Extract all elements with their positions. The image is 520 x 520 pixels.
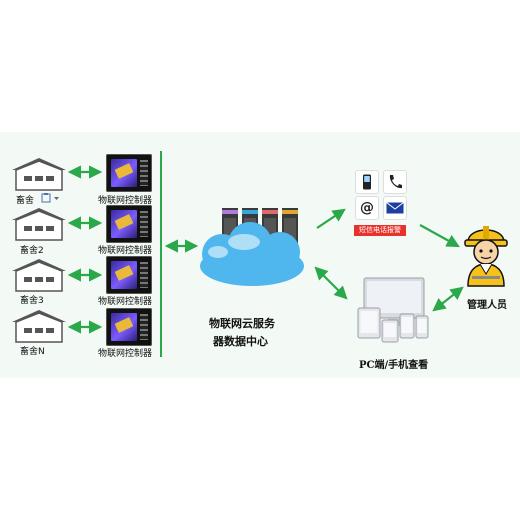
controller-label: 物联网控制器 bbox=[98, 246, 153, 256]
house-icon bbox=[12, 259, 66, 292]
clipboard-icon bbox=[41, 193, 59, 203]
house-icon bbox=[12, 158, 66, 191]
pc-and-mobile-devices-icon bbox=[357, 277, 429, 343]
house-label-1: 畜舍 bbox=[16, 196, 35, 206]
house-label-2: 畜舍2 bbox=[20, 246, 44, 256]
controller-device-icon bbox=[106, 256, 152, 294]
envelope-icon bbox=[383, 196, 407, 220]
controller-label: 物联网控制器 bbox=[98, 349, 153, 359]
cloud-label-line1: 物联网云服务 bbox=[209, 317, 275, 330]
at-sign-icon: @ bbox=[355, 196, 379, 220]
controller-label: 物联网控制器 bbox=[98, 297, 153, 307]
cloud-server-icon bbox=[200, 208, 304, 286]
controller-device-icon bbox=[106, 308, 152, 346]
controller-device-icon bbox=[106, 154, 152, 192]
mobile-phone-icon bbox=[355, 170, 379, 194]
controller-label: 物联网控制器 bbox=[98, 196, 153, 206]
telephone-icon bbox=[383, 170, 407, 194]
controller-bus-line bbox=[160, 151, 162, 357]
house-label-3: 畜舍3 bbox=[20, 296, 44, 306]
house-icon bbox=[12, 310, 66, 343]
cloud-label-line2: 器数据中心 bbox=[213, 335, 268, 348]
manager-label: 管理人员 bbox=[467, 300, 507, 311]
devices-label: PC端/手机查看 bbox=[359, 360, 429, 371]
house-label-n: 畜舍N bbox=[20, 347, 45, 357]
alarm-label: 短信电话报警 bbox=[354, 225, 406, 236]
manager-worker-icon bbox=[464, 226, 508, 287]
controller-device-icon bbox=[106, 205, 152, 243]
house-icon bbox=[12, 208, 66, 241]
